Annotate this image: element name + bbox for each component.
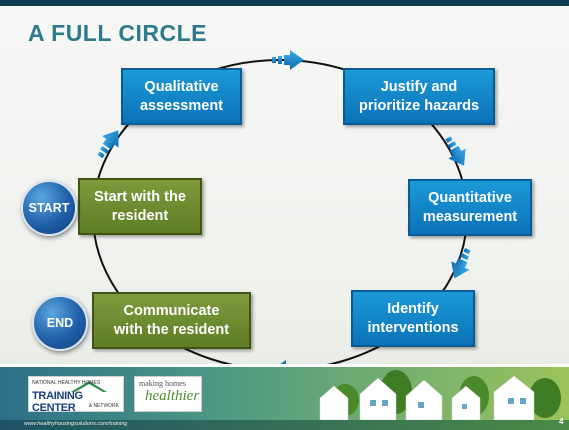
arrow-right-top bbox=[272, 50, 304, 70]
footer-url: www.healthyhousingsolutions.com/training bbox=[24, 421, 128, 427]
step-start-label: Start with the resident bbox=[94, 189, 186, 224]
step-identify-interventions: Identify interventions bbox=[351, 290, 475, 347]
slide-title: A FULL CIRCLE bbox=[28, 20, 207, 46]
step-start-with-resident: Start with the resident bbox=[78, 178, 202, 235]
logo2-main-text: healthier bbox=[145, 388, 200, 404]
start-badge: START bbox=[21, 180, 77, 236]
healthier-logo: making homes healthier bbox=[134, 376, 202, 412]
step-qualitative-assessment: Qualitative assessment bbox=[121, 68, 242, 125]
step-quantitative-label: Quantitative measurement bbox=[422, 190, 518, 225]
arrow-down-left-lower bbox=[451, 248, 471, 279]
training-center-logo: NATIONAL HEALTHY HOMES TRAINING CENTER &… bbox=[28, 376, 124, 412]
step-justify-label: Justify and prioritize hazards bbox=[358, 79, 480, 114]
footer-strip bbox=[0, 420, 569, 430]
logo2-top-text: making homes bbox=[139, 379, 186, 388]
step-qualitative-label: Qualitative assessment bbox=[139, 79, 224, 114]
step-identify-label: Identify interventions bbox=[367, 301, 459, 336]
step-communicate-label: Communicate with the resident bbox=[113, 303, 230, 338]
logo1-main-text: TRAINING CENTER bbox=[32, 390, 83, 412]
page-number: 4 bbox=[559, 417, 564, 426]
top-border bbox=[0, 0, 569, 6]
step-quantitative-measurement: Quantitative measurement bbox=[408, 179, 532, 236]
house-roof-icon bbox=[71, 381, 107, 392]
end-badge-label: END bbox=[46, 316, 74, 330]
logo1-small-text: NATIONAL HEALTHY HOMES bbox=[32, 380, 101, 386]
logo1-network-text: & NETWORK bbox=[88, 403, 119, 409]
arrow-down-right-upper bbox=[445, 136, 466, 166]
start-badge-label: START bbox=[28, 201, 70, 215]
step-justify-prioritize: Justify and prioritize hazards bbox=[343, 68, 495, 125]
end-badge: END bbox=[32, 295, 88, 351]
arrow-up-left bbox=[97, 130, 119, 159]
step-communicate-with-resident: Communicate with the resident bbox=[92, 292, 251, 349]
